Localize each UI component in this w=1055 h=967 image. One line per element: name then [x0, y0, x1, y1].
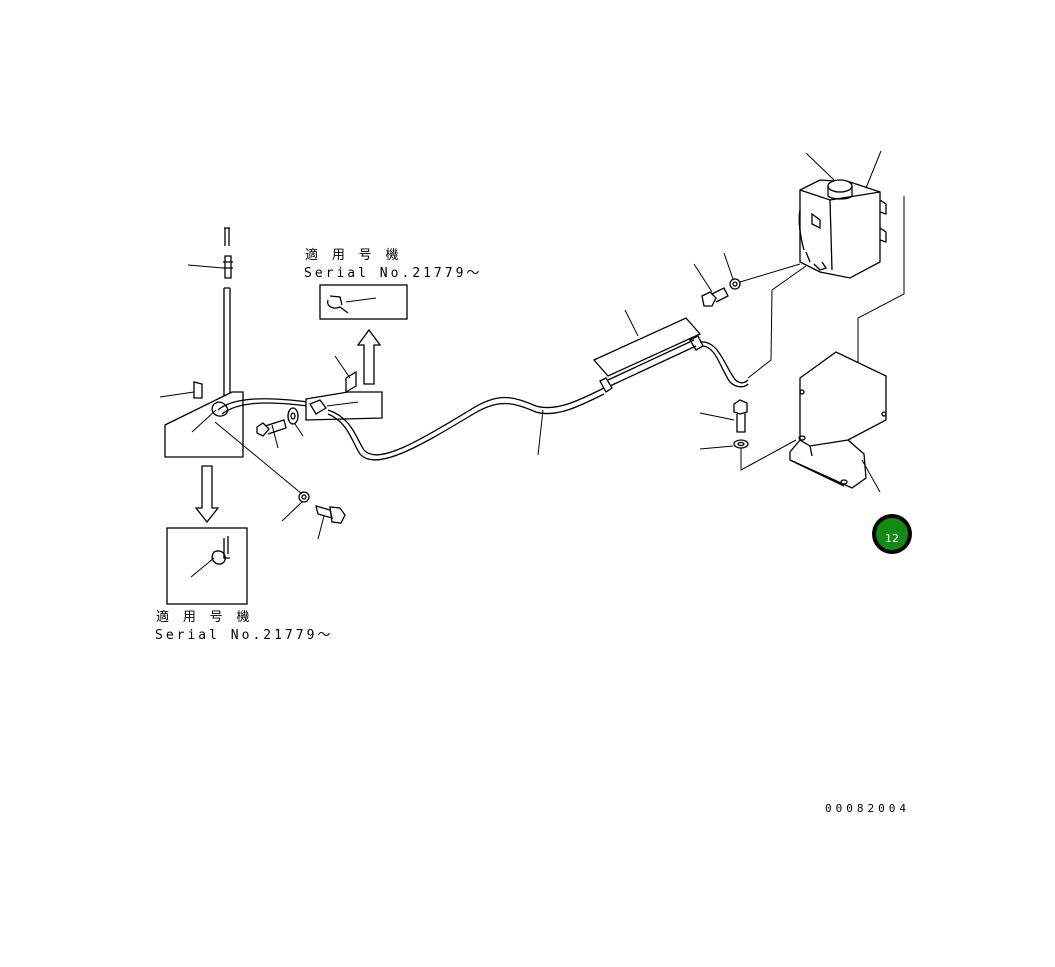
serial-note-lower: 適 用 号 機 Serial No.21779～ — [155, 609, 333, 643]
washer-left — [287, 407, 304, 437]
washer-bracket — [699, 439, 797, 471]
page-number-badge[interactable]: 12 — [872, 514, 912, 554]
tank-lead-line — [747, 265, 807, 379]
applicable-unit-heading: 適 用 号 機 — [305, 247, 401, 263]
applicable-unit-heading: 適 用 号 機 — [156, 609, 252, 625]
serial-number-range: Serial No.21779～ — [304, 266, 482, 281]
badge-number: 12 — [885, 532, 899, 545]
document-number: 00082004 — [825, 802, 910, 815]
arrow-down-icon — [194, 465, 220, 524]
bolt-left — [256, 419, 287, 449]
hose-upper — [217, 398, 309, 415]
washer-lead-line — [740, 439, 797, 471]
bolt-lower — [315, 505, 346, 540]
serial-note-upper: 適 用 号 機 Serial No.21779～ — [304, 247, 482, 281]
serial-number-range: Serial No.21779～ — [155, 628, 333, 643]
bolt-bracket — [699, 399, 748, 433]
washer-lower — [281, 491, 310, 522]
inset-box-lower — [166, 527, 248, 605]
hose-protector — [592, 309, 749, 393]
washer-tank — [723, 252, 801, 290]
washer-tank — [798, 150, 887, 279]
tank-bracket — [789, 351, 887, 493]
inset-box-upper — [319, 284, 408, 320]
washer-nozzle-assembly — [187, 227, 233, 410]
badge-fill — [876, 518, 908, 550]
bolt-tank — [693, 263, 729, 307]
clamp-bracket — [305, 355, 383, 421]
mounting-bracket-left — [159, 381, 303, 495]
washer-hose — [327, 387, 605, 461]
arrow-up-icon — [356, 328, 382, 385]
